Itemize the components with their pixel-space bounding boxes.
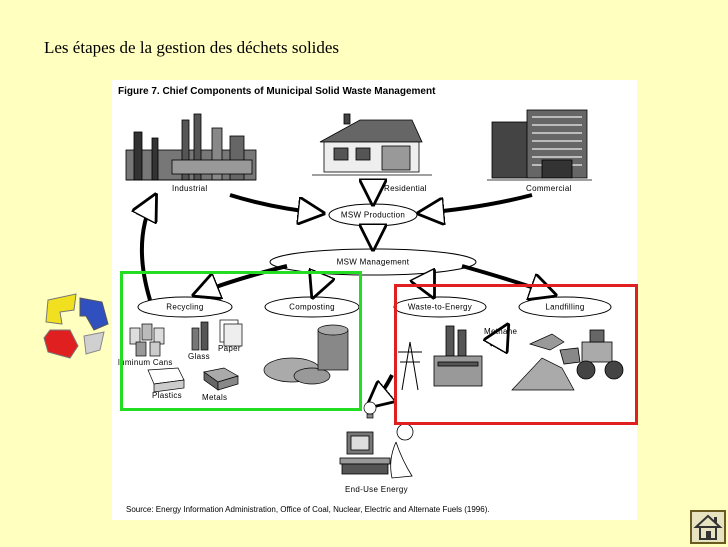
compost-pile-icon: [263, 324, 349, 385]
industrial-factory-icon: [125, 113, 257, 181]
industrial-label: Industrial: [172, 184, 208, 193]
energy-landfill-highlight-box: [394, 284, 638, 425]
residential-label: Residential: [384, 184, 427, 193]
light-bulb-icon: [363, 401, 377, 419]
msw-management-label: MSW Management: [336, 257, 410, 267]
commercial-label: Commercial: [526, 184, 572, 193]
recycling-label: Recycling: [166, 302, 204, 312]
home-button[interactable]: [690, 510, 726, 544]
glass-bottles-icon: [191, 321, 209, 351]
plastics-label: Plastics: [152, 391, 182, 400]
methane-label: Methane: [484, 327, 518, 336]
bulldozer-icon: [559, 329, 624, 380]
landfill-mound-icon: [511, 333, 575, 391]
metals-icon: [203, 367, 239, 391]
metals-label: Metals: [202, 393, 228, 402]
aluminum-cans-label: luminum Cans: [118, 358, 173, 367]
landfilling-label: Landfilling: [545, 302, 585, 312]
slide-title: Les étapes de la gestion des déchets sol…: [44, 38, 340, 57]
msw-production-label: MSW Production: [340, 210, 406, 220]
recycle-logo-icon: [43, 293, 109, 359]
landfilling-node: [518, 296, 612, 318]
aluminum-cans-icon: [129, 323, 165, 357]
power-plant-icon: [433, 325, 483, 387]
paper-label: Paper: [218, 344, 241, 353]
waste-to-energy-label: Waste-to-Energy: [407, 302, 473, 312]
flow-arrows: [142, 190, 552, 405]
msw-figure: Figure 7. Chief Components of Municipal …: [112, 80, 637, 520]
plastics-icon: [147, 367, 185, 393]
computer-user-icon: [339, 423, 414, 479]
commercial-building-icon: [487, 109, 592, 181]
composting-label: Composting: [289, 302, 335, 312]
home-icon: [693, 514, 723, 540]
figure-source: Source: Energy Information Administratio…: [126, 505, 490, 514]
residential-house-icon: [312, 113, 432, 176]
recycling-node: [137, 296, 233, 318]
diagram-graphics: [125, 109, 624, 479]
glass-label: Glass: [188, 352, 210, 361]
end-use-energy-label: End-Use Energy: [345, 485, 408, 494]
recycling-composting-highlight-box: [120, 271, 362, 411]
figure-title: Figure 7. Chief Components of Municipal …: [118, 86, 436, 97]
power-tower-icon: [398, 341, 422, 391]
paper-stack-icon: [219, 319, 243, 347]
